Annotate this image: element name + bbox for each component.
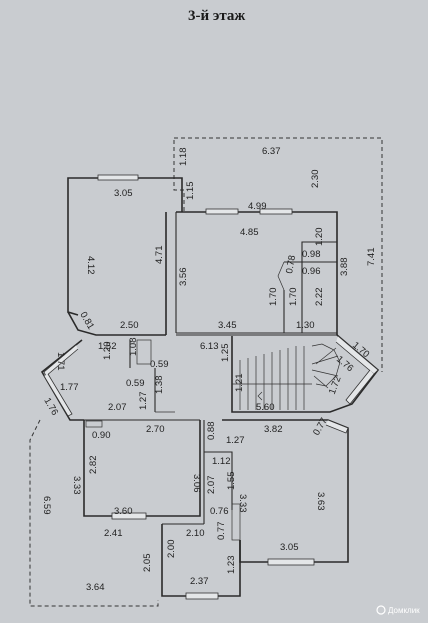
- dimension-label: 2.70: [146, 424, 165, 435]
- dimension-label: 3.33: [237, 494, 248, 513]
- dimension-label: 1.27: [226, 435, 245, 446]
- dimension-label: 6.37: [262, 146, 281, 157]
- dimension-label: 3.56: [178, 268, 189, 287]
- dimension-label: 0.90: [92, 430, 111, 441]
- dimension-label: 2.07: [206, 476, 217, 495]
- dimension-label: 1.25: [220, 344, 231, 363]
- dimension-label: 1.18: [178, 148, 189, 167]
- window: [185, 592, 219, 600]
- dimension-label: 6.13: [200, 341, 219, 352]
- dimension-label: 3.88: [339, 258, 350, 277]
- window: [259, 208, 293, 215]
- dimension-label: 2.41: [104, 528, 123, 539]
- dimension-label: 0.76: [210, 506, 229, 517]
- dimension-label: 3.05: [280, 542, 299, 553]
- dimension-label: 3.64: [86, 582, 105, 593]
- dimension-label: 1.15: [185, 182, 196, 201]
- dimension-label: 3.45: [218, 320, 237, 331]
- door-leaf: [231, 503, 241, 541]
- dimension-label: 5.60: [256, 402, 275, 413]
- dimension-label: 1.70: [268, 288, 279, 307]
- dimension-label: 1.21: [234, 374, 245, 393]
- dimension-label: 1.52: [98, 341, 117, 352]
- dimension-label: 1.38: [154, 376, 165, 395]
- dimension-label: 1.20: [314, 228, 325, 247]
- lower-terrace-dashed: [29, 419, 159, 607]
- bath-door-arc: [277, 261, 285, 291]
- terrace-dashed-outline: [174, 137, 383, 372]
- dimension-label: 2.05: [142, 554, 153, 573]
- bay-window: [345, 369, 375, 405]
- watermark: Домклик: [376, 605, 420, 615]
- dimension-label: 4.85: [240, 227, 259, 238]
- left-room-wall: [67, 177, 183, 316]
- window: [205, 208, 239, 215]
- dimension-label: 4.12: [85, 256, 96, 275]
- bay-window: [335, 335, 379, 375]
- dimension-label: 2.00: [166, 540, 177, 559]
- dimension-label: 1.27: [138, 392, 149, 411]
- staircase: [232, 343, 341, 410]
- dimension-label: 1.55: [226, 472, 237, 491]
- dimension-label: 0.88: [206, 422, 217, 441]
- dimension-label: 0.96: [302, 266, 321, 277]
- dimension-label: 2.37: [190, 576, 209, 587]
- dimension-label: 1.70: [288, 288, 299, 307]
- terrace-dashed-left: [173, 140, 185, 212]
- window: [267, 558, 315, 566]
- dimension-label: 4.99: [248, 201, 267, 212]
- dimension-label: 2.82: [88, 456, 99, 475]
- window: [111, 512, 147, 520]
- dimension-label: 0.78: [284, 254, 298, 274]
- dimension-label: 2.50: [120, 320, 139, 331]
- dimension-label: 4.71: [154, 246, 165, 265]
- bay-window: [43, 344, 79, 377]
- bay-window: [43, 373, 73, 417]
- dimension-label: 3.05: [114, 188, 133, 199]
- watermark-logo-icon: [376, 605, 386, 615]
- dimension-label: 2.07: [108, 402, 127, 413]
- floor-title: 3-й этаж: [188, 8, 245, 24]
- dimension-label: 0.59: [126, 378, 145, 389]
- dimension-label: 3.06: [191, 474, 202, 493]
- dimension-label: 3.60: [114, 506, 133, 517]
- dimension-label: 2.30: [310, 170, 321, 189]
- dimension-label: 1.12: [212, 456, 231, 467]
- dimension-label: 3.82: [264, 424, 283, 435]
- dimension-label: 0.77: [216, 522, 227, 541]
- closet: [136, 339, 152, 365]
- dimension-label: 1.30: [296, 320, 315, 331]
- dimension-label: 0.59: [150, 359, 169, 370]
- niche: [85, 420, 103, 428]
- hall-top-wall: [67, 311, 166, 336]
- dimension-label: 1.77: [60, 382, 79, 393]
- dimension-label: 7.41: [366, 248, 377, 267]
- dimension-label: 1.23: [226, 556, 237, 575]
- dimension-label: 2.22: [314, 288, 325, 307]
- bath-wall: [301, 241, 337, 262]
- dimension-label: 3.33: [71, 476, 82, 495]
- dimension-label: 1.71: [55, 352, 66, 371]
- dimension-label: 6.59: [41, 496, 52, 515]
- dimension-label: 1.08: [128, 338, 139, 357]
- window: [325, 419, 349, 434]
- bath-wall: [204, 451, 233, 510]
- window: [97, 174, 139, 181]
- dimension-label: 3.63: [315, 492, 326, 511]
- watermark-text: Домклик: [388, 606, 420, 615]
- dimension-label: 2.10: [186, 528, 205, 539]
- dimension-label: 1.20: [102, 342, 113, 361]
- dimension-label: 0.98: [302, 249, 321, 260]
